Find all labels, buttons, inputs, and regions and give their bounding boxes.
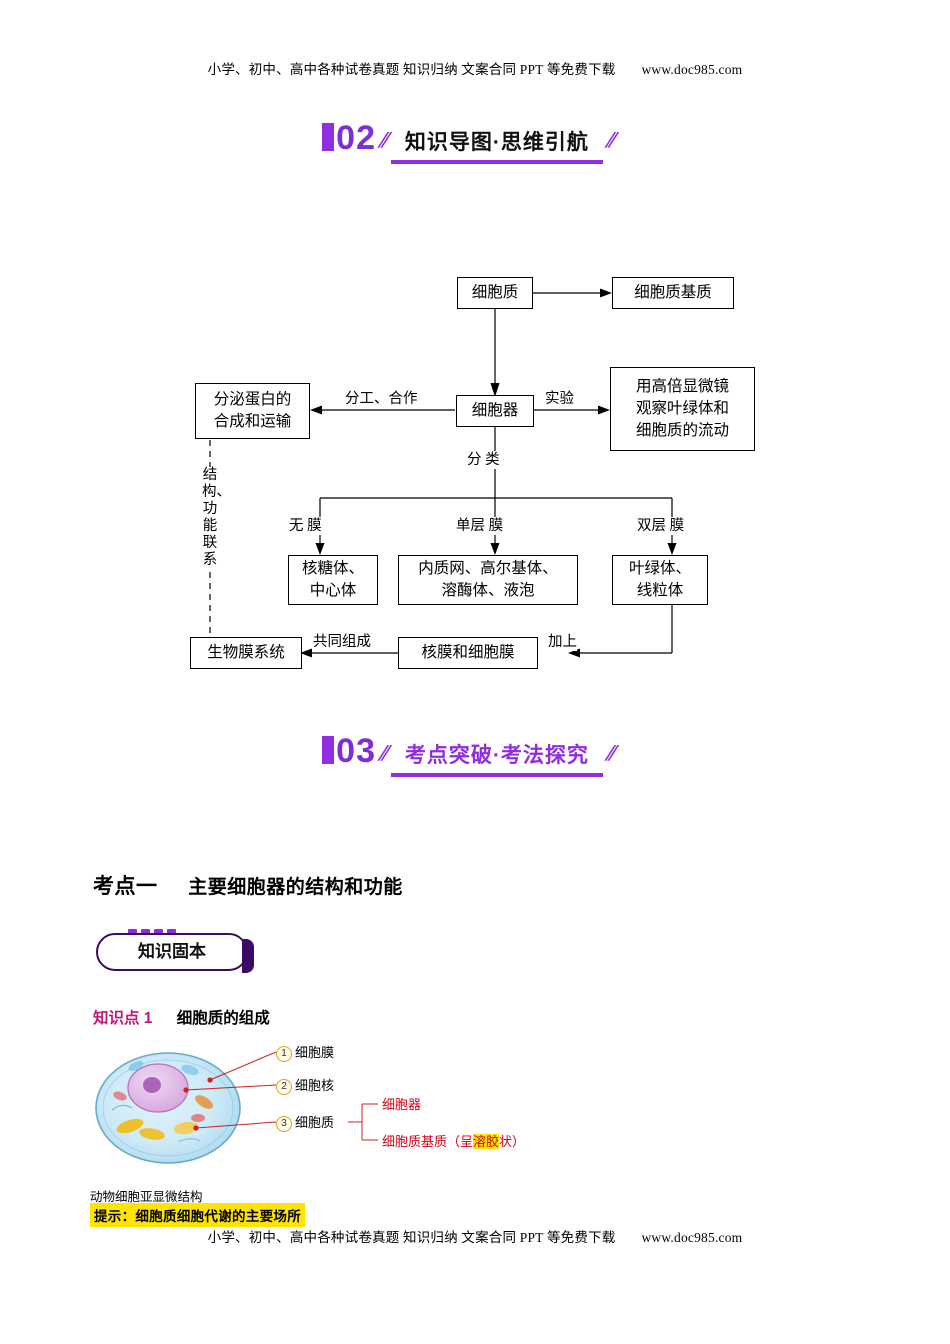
watermark-site: www.doc985.com [641,62,743,77]
node-experiment: 用高倍显微镜 观察叶绿体和 细胞质的流动 [610,367,755,451]
node-single-membrane: 内质网、高尔基体、 溶酶体、液泡 [398,555,578,605]
zhishidian-title: 细胞质的组成 [176,1010,270,1027]
callout-number: 3 [276,1116,292,1132]
watermark-site: www.doc985.com [641,1230,743,1245]
callout-label: 细胞质 [295,1115,335,1130]
footer-watermark: 小学、初中、高中各种试卷真题 知识归纳 文案合同 PPT 等免费下载 www.do… [0,1226,950,1246]
banner-title: 考点突破·考法探究 [390,737,603,777]
callout-matrix-post: 状） [499,1134,526,1149]
section-banner-03: 03 ⫽ 考点突破·考法探究 ⫽ [0,733,950,777]
callout-cytoplasm-matrix: 细胞质基质（呈溶胶状） [382,1131,525,1150]
edge-label-division-cooperation: 分工、合作 [345,390,418,408]
callout-organelle: 细胞器 [382,1097,422,1112]
callout-label: 细胞膜 [295,1045,335,1060]
node-nuclear-cell-membrane: 核膜和细胞膜 [398,637,538,669]
header-watermark: 小学、初中、高中各种试卷真题 知识归纳 文案合同 PPT 等免费下载 www.do… [0,58,950,78]
edge-label-double-membrane: 双层 膜 [637,517,685,535]
edge-label-plus: 加上 [548,633,577,651]
node-secretory-protein: 分泌蛋白的 合成和运输 [195,383,310,439]
zhishidian-heading: 知识点 1 细胞质的组成 [93,1006,270,1028]
banner-title-wrap: ⫽ 考点突破·考法探究 ⫽ [377,737,618,777]
kaodian-title: 主要细胞器的结构和功能 [188,877,403,898]
callout-label: 细胞核 [295,1078,335,1093]
callout-matrix-highlight: 溶胶 [473,1134,500,1149]
edge-label-experiment: 实验 [545,390,574,408]
section-banner-02: 02 ⫽ 知识导图·思维引航 ⫽ [0,120,950,164]
node-no-membrane: 核糖体、 中心体 [288,555,378,605]
callout-number: 1 [276,1046,292,1062]
node-organelle: 细胞器 [456,395,534,427]
kaodian-prefix: 考点一 [93,875,158,898]
node-cytoplasm: 细胞质 [457,277,533,309]
edge-label-structure-function: 结构、功能联系 [202,467,231,569]
banner-number: 03 [322,732,376,770]
node-cytoplasm-matrix: 细胞质基质 [612,277,734,309]
slash-right-icon: ⫽ [603,130,618,152]
tab-shape [96,933,254,973]
zhishi-guben-tab: 知识固本 [96,925,271,973]
figure-caption: 动物细胞亚显微结构 [90,1190,203,1204]
edge-label-together-compose: 共同组成 [313,633,371,651]
banner-number: 02 [322,119,376,157]
slash-left-icon: ⫽ [376,130,391,152]
node-biomembrane-system: 生物膜系统 [190,637,302,669]
tip-highlight: 提示：细胞质细胞代谢的主要场所 [90,1203,305,1227]
cell-diagram-svg [95,1051,378,1164]
banner-title-wrap: ⫽ 知识导图·思维引航 ⫽ [377,124,618,164]
page-title: 考点一 主要细胞器的结构和功能 [93,870,403,900]
callout-matrix-pre: 细胞质基质（呈 [382,1134,474,1149]
callout-number: 2 [276,1079,292,1095]
edge-label-single-membrane: 单层 膜 [456,517,504,535]
knowledge-flowchart: 细胞质 细胞质基质 细胞器 分泌蛋白的 合成和运输 用高倍显微镜 观察叶绿体和 … [0,255,950,705]
watermark-text: 小学、初中、高中各种试卷真题 知识归纳 文案合同 PPT 等免费下载 [207,1230,616,1245]
watermark-text: 小学、初中、高中各种试卷真题 知识归纳 文案合同 PPT 等免费下载 [207,62,616,77]
tab-label: 知识固本 [138,942,206,961]
slash-right-icon: ⫽ [603,743,618,765]
edge-label-no-membrane: 无 膜 [289,517,322,535]
node-double-membrane: 叶绿体、 线粒体 [612,555,708,605]
slash-left-icon: ⫽ [376,743,391,765]
zhishidian-tag: 知识点 1 [93,1010,153,1027]
edge-label-classify: 分 类 [467,451,500,469]
banner-title: 知识导图·思维引航 [390,124,603,164]
